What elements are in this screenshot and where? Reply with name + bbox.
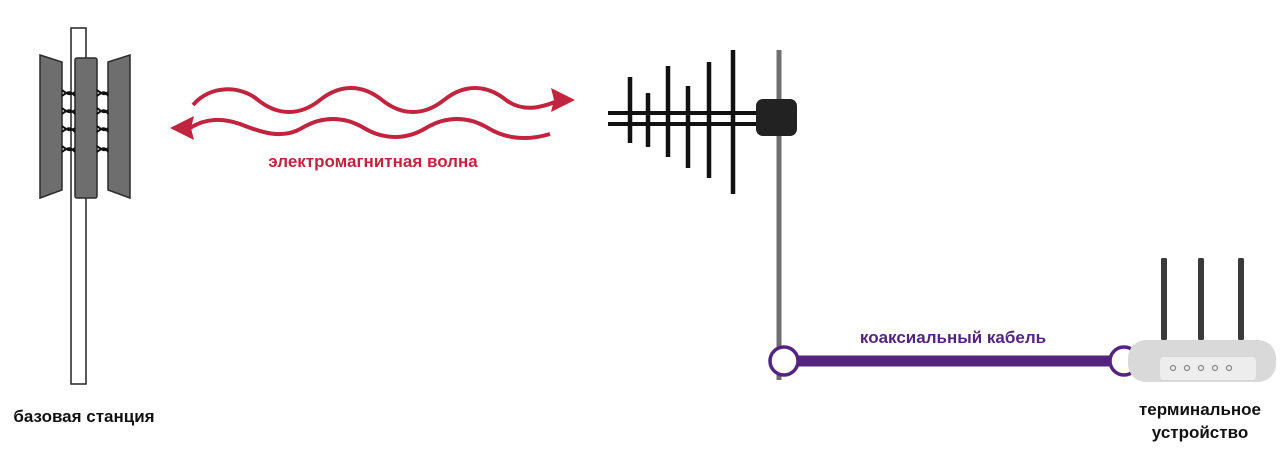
base-station-cables [61, 89, 109, 153]
coax-cable-label: коаксиальный кабель [860, 328, 1046, 347]
em-wave-arrowhead-right [551, 88, 575, 112]
base-station-label: базовая станция [13, 407, 154, 426]
base-station-panel-center [74, 57, 98, 199]
em-wave-arrows [170, 86, 575, 140]
router-front-panel [1160, 357, 1256, 380]
em-wave-top [191, 86, 556, 114]
em-wave-label: электромагнитная волна [268, 152, 478, 171]
em-wave-arrowhead-left [170, 116, 194, 140]
terminal-device-label-line1: терминальное [1139, 400, 1261, 419]
router-antennas [1161, 258, 1244, 340]
em-wave-bottom [188, 117, 551, 140]
yagi-antenna-icon [608, 50, 797, 380]
base-station-panel-left [39, 53, 63, 200]
coax-cable [768, 345, 1140, 377]
router-icon [1128, 258, 1276, 382]
router-leds [1169, 364, 1233, 372]
terminal-device-label-line2: устройство [1152, 423, 1248, 442]
base-station-tower-icon [39, 27, 131, 385]
antenna-elements [627, 50, 736, 194]
antenna-mount-box [756, 99, 797, 136]
coax-connector-left [768, 345, 800, 377]
base-station-panel-right [107, 53, 131, 200]
